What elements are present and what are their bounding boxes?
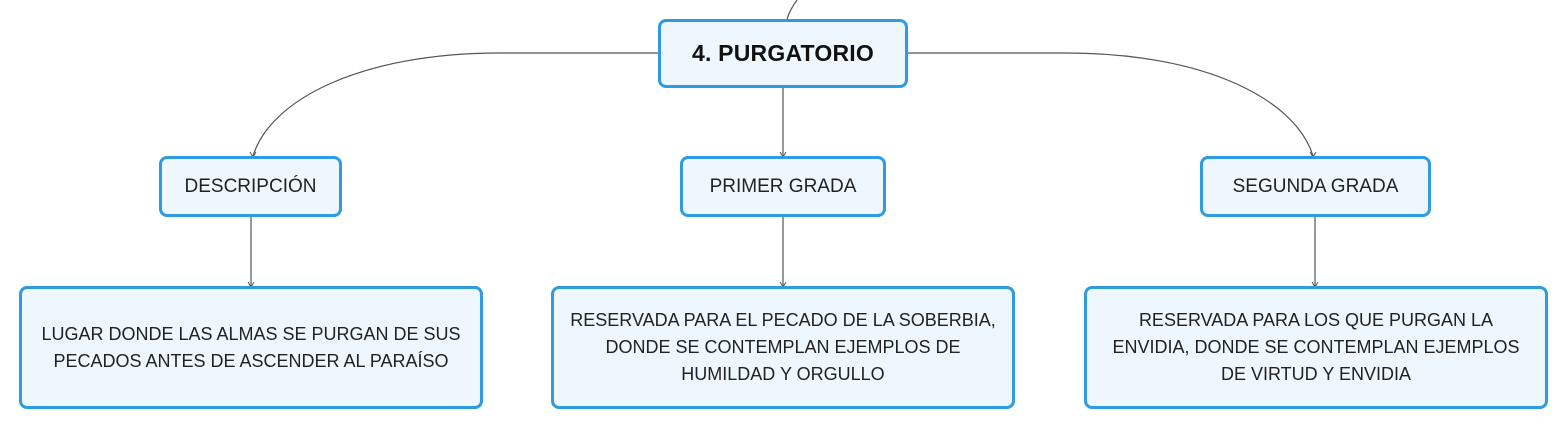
detail-line: LUGAR DONDE LAS ALMAS SE PURGAN DE SUS <box>41 323 461 344</box>
detail-line: DONDE SE CONTEMPLAN EJEMPLOS DE <box>605 337 961 357</box>
detail-text: RESERVADA PARA LOS QUE PURGAN LA ENVIDIA… <box>1112 307 1519 388</box>
branch-node-label: DESCRIPCIÓN <box>184 175 317 197</box>
branch-node-label: SEGUNDA GRADA <box>1232 175 1399 197</box>
branch-node-primer-grada[interactable]: PRIMER GRADA <box>680 156 886 217</box>
branch-node-label: PRIMER GRADA <box>709 175 857 197</box>
connector-root-to-descripcion <box>252 52 658 157</box>
connector-root-to-segunda-grada <box>908 52 1314 157</box>
detail-line: RESERVADA PARA LOS QUE PURGAN LA <box>1138 310 1494 330</box>
branch-node-descripcion[interactable]: DESCRIPCIÓN <box>159 156 342 217</box>
detail-line: DE VIRTUD Y ENVIDIA <box>1220 364 1412 384</box>
detail-node-segunda-grada[interactable]: RESERVADA PARA LOS QUE PURGAN LA ENVIDIA… <box>1084 286 1548 409</box>
detail-line: RESERVADA PARA EL PECADO DE LA SOBERBIA, <box>570 310 996 330</box>
detail-line: HUMILDAD Y ORGULLO <box>681 364 885 384</box>
detail-node-primer-grada[interactable]: RESERVADA PARA EL PECADO DE LA SOBERBIA,… <box>551 286 1015 409</box>
detail-line: PECADOS ANTES DE ASCENDER AL PARAÍSO <box>53 350 449 371</box>
branch-node-segunda-grada[interactable]: SEGUNDA GRADA <box>1200 156 1431 217</box>
detail-line: ENVIDIA, DONDE SE CONTEMPLAN EJEMPLOS <box>1112 337 1520 357</box>
root-node-label: 4. PURGATORIO <box>692 40 874 66</box>
root-node-purgatorio[interactable]: 4. PURGATORIO <box>658 19 908 88</box>
detail-text: LUGAR DONDE LAS ALMAS SE PURGAN DE SUS P… <box>41 321 460 375</box>
detail-node-descripcion[interactable]: LUGAR DONDE LAS ALMAS SE PURGAN DE SUS P… <box>19 286 483 409</box>
detail-text: RESERVADA PARA EL PECADO DE LA SOBERBIA,… <box>570 307 996 388</box>
parent-connector-line <box>786 0 798 20</box>
